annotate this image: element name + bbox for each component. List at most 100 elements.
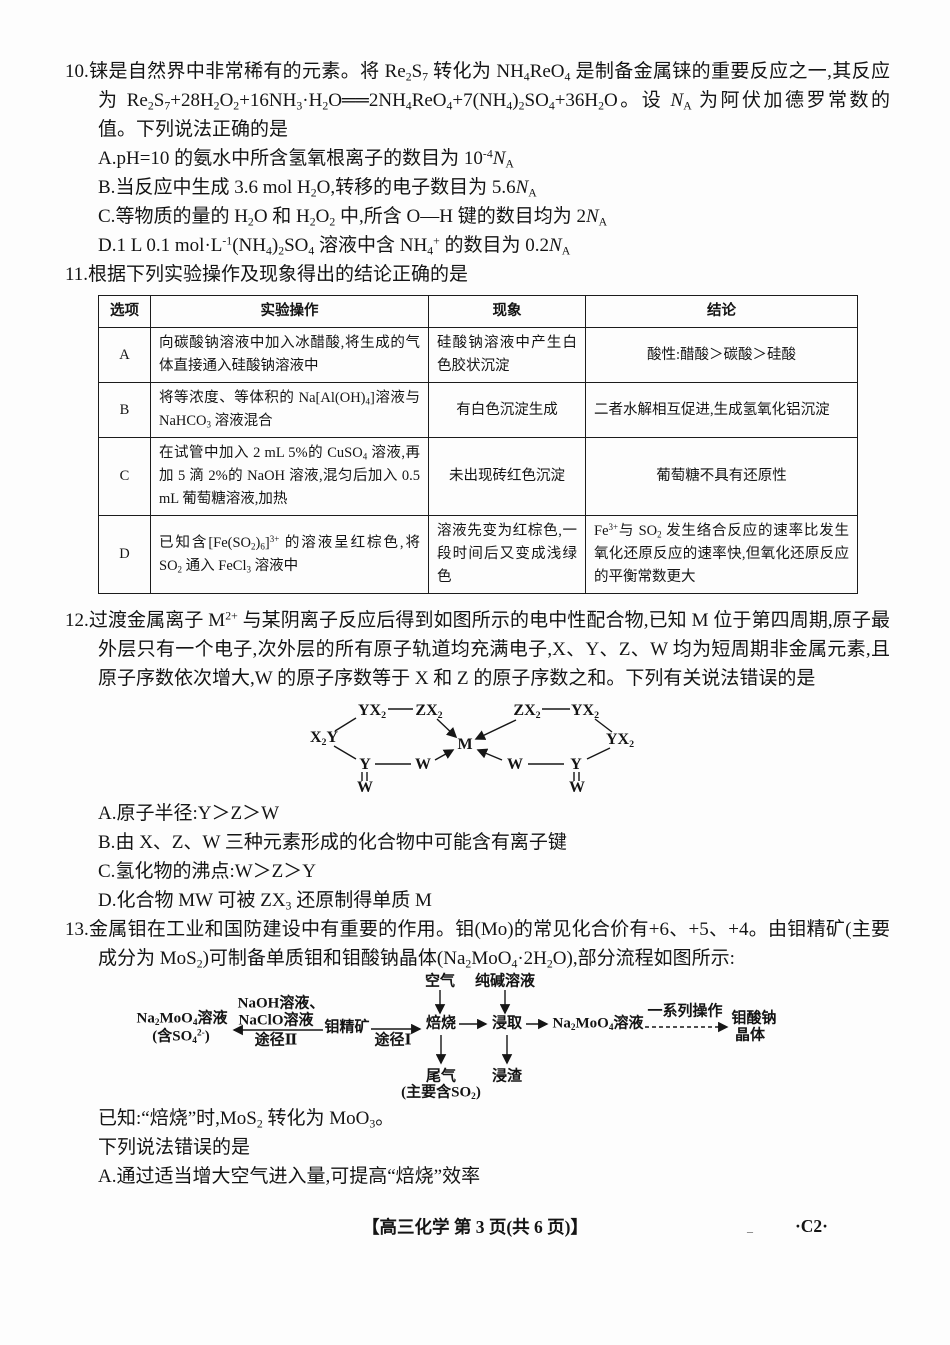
footer-dash-mark: – [747,1224,753,1238]
experiment-table-header-row: 选项 实验操作 现象 结论 [98,295,858,328]
cell-phenomenon: 硅酸钠溶液中产生白色胶状沉淀 [428,327,586,383]
question-12-stem-text: 过渡金属离子 M2+ 与某阴离子反应后得到如图所示的电中性配合物,已知 M 位于… [88,609,890,689]
diagram-label: NaOH溶液、 [237,995,325,1012]
experiment-table-row: C 在试管中加入 2 mL 5%的 CuSO4 溶液,再加 5 滴 2%的 Na… [98,437,858,516]
cell-conclusion: 酸性:醋酸＞碳酸＞硅酸 [585,327,858,383]
diagram-label: 浸渣 [491,1068,523,1085]
page-footer: – 【高三化学 第 3 页(共 6 页)】 ·C2· [0,1214,950,1239]
question-13: 13.金属钼在工业和国防建设中有重要的作用。钼(Mo)的常见化合价有+6、+5、… [65,915,890,1191]
cell-operation: 在试管中加入 2 mL 5%的 CuSO4 溶液,再加 5 滴 2%的 NaOH… [150,437,429,516]
question-12-number: 12. [65,610,89,631]
option-line: C.等物质的量的 H2O 和 H2O2 中,所含 O—H 键的数目均为 2NA [98,202,890,231]
cell-phenomenon: 未出现砖红色沉淀 [428,437,586,516]
cell-option: B [98,382,151,438]
question-13-number: 13. [65,919,89,940]
diagram-label: YX2 [605,731,635,750]
diagram-label: YX2 [357,702,387,721]
option-text: 等物质的量的 H2O 和 H2O2 中,所含 O—H 键的数目均为 2NA [115,206,608,229]
cell-option: D [98,515,151,594]
q13-question-line: 下列说法错误的是 [98,1137,251,1158]
option-label: A. [98,803,117,824]
question-13-stem-text: 金属钼在工业和国防建设中有重要的作用。钼(Mo)的常见化合价有+6、+5、+4。… [88,919,890,971]
question-10-number: 10. [65,61,89,82]
option-label: C. [98,861,116,882]
question-10-stem-text: 铼是自然界中非常稀有的元素。将 Re2S7 转化为 NH4ReO4 是制备金属铼… [88,61,890,140]
diagram-label: Na2MoO4溶液 [552,1015,644,1034]
diagram-label: 浸取 [491,1015,523,1032]
diagram-label: W [507,756,523,773]
experiment-table-row: B 将等浓度、等体积的 Na[Al(OH)4]溶液与 NaHCO3 溶液混合 有… [98,382,858,438]
diagram-label: 途径Ⅱ [254,1032,298,1049]
col-header-operation: 实验操作 [150,295,429,328]
diagram-label: ZX2 [415,702,443,721]
option-label: B. [98,832,116,853]
diagram-bond-line [594,718,613,733]
question-13-stem: 13.金属钼在工业和国防建设中有重要的作用。钼(Mo)的常见化合价有+6、+5、… [65,915,890,973]
col-header-conclusion: 结论 [585,295,858,328]
diagram-label: 途径Ⅰ [374,1032,412,1049]
option-text: 1 L 0.1 mol·L-1(NH4)2SO4 溶液中含 NH4+ 的数目为 … [116,234,571,258]
cell-option: C [98,437,151,516]
diagram-label: Y [359,756,371,773]
option-line: C.氢化物的沸点:W＞Z＞Y [98,857,890,886]
col-header-option: 选项 [98,295,151,328]
footer-page-label: 【高三化学 第 3 页(共 6 页)】 [361,1217,589,1237]
diagram-label: W [357,779,373,796]
question-12-options: A.原子半径:Y＞Z＞W B.由 X、Z、W 三种元素形成的化合物中可能含有离子… [98,799,890,915]
experiment-table-body: A 向碳酸钠溶液中加入冰醋酸,将生成的气体直接通入硅酸钠溶液中 硅酸钠溶液中产生… [98,327,858,594]
diagram-label: 钼酸钠 [731,1010,777,1027]
diagram-arrow [436,718,458,739]
option-label: C. [98,206,116,227]
option-text: 通过适当增大空气进入量,可提高“焙烧”效率 [116,1166,481,1187]
q13-known-note: 已知:“焙烧”时,MoS2 转化为 MoO3。 [98,1108,395,1131]
diagram-label: (含SO42-) [152,1028,210,1047]
option-line: A.pH=10 的氨水中所含氢氧根离子的数目为 10-4NA [98,144,890,173]
q12-coordination-structure-diagram-lines [333,708,613,781]
diagram-label: ZX2 [513,702,541,721]
cell-operation: 已知含[Fe(SO2)6]3+ 的溶液呈红棕色,将 SO2 通入 FeCl3 溶… [150,515,429,594]
diagram-label: W [569,779,585,796]
option-label: D. [98,235,117,256]
diagram-label: (主要含SO2) [401,1084,481,1103]
option-line: A.原子半径:Y＞Z＞W [98,799,890,828]
question-11-stem-text: 根据下列实验操作及现象得出的结论正确的是 [88,264,469,285]
diagram-label: Na2MoO4溶液 [136,1010,228,1029]
diagram-label: W [415,756,431,773]
diagram-label: 空气 [424,973,456,990]
cell-operation: 向碳酸钠溶液中加入冰醋酸,将生成的气体直接通入硅酸钠溶液中 [150,327,429,383]
option-text: 化合物 MW 可被 ZX3 还原制得单质 M [116,890,432,913]
q13-process-flow-diagram-lines [232,990,729,1065]
diagram-label: 焙烧 [425,1015,457,1032]
question-12: 12.过渡金属离子 M2+ 与某阴离子反应后得到如图所示的电中性配合物,已知 M… [65,606,890,915]
diagram-label: M [457,736,473,753]
diagram-arrow [476,748,503,761]
question-10: 10.铼是自然界中非常稀有的元素。将 Re2S7 转化为 NH4ReO4 是制备… [65,57,890,260]
diagram-label: 纯碱溶液 [474,973,536,990]
option-line: D.化合物 MW 可被 ZX3 还原制得单质 M [98,886,890,915]
page-content: 10.铼是自然界中非常稀有的元素。将 Re2S7 转化为 NH4ReO4 是制备… [65,57,890,1191]
cell-conclusion: Fe3+与 SO2 发生络合反应的速率比发生氧化还原反应的速率快,但氧化还原反应… [585,515,858,594]
diagram-label: Y [570,756,582,773]
cell-option: A [98,327,151,383]
question-13-options: A.通过适当增大空气进入量,可提高“焙烧”效率 [98,1162,890,1191]
diagram-arrow [474,719,517,740]
diagram-arrow [434,749,455,761]
option-text: 由 X、Z、W 三种元素形成的化合物中可能含有离子键 [115,832,567,853]
option-label: D. [98,890,117,911]
diagram-label: YX2 [570,702,600,721]
question-12-stem: 12.过渡金属离子 M2+ 与某阴离子反应后得到如图所示的电中性配合物,已知 M… [65,606,890,693]
option-text: 氢化物的沸点:W＞Z＞Y [115,861,316,882]
cell-conclusion: 葡萄糖不具有还原性 [585,437,858,516]
question-10-options: A.pH=10 的氨水中所含氢氧根离子的数目为 10-4NA B.当反应中生成 … [98,144,890,260]
experiment-table: 选项 实验操作 现象 结论 A 向碳酸钠溶液中加入冰醋酸,将生成的气体直接通入硅… [98,295,858,594]
cell-operation: 将等浓度、等体积的 Na[Al(OH)4]溶液与 NaHCO3 溶液混合 [150,382,429,438]
footer-paper-code: ·C2· [794,1216,828,1236]
diagram-bond-line [334,717,357,732]
option-text: 原子半径:Y＞Z＞W [116,803,280,824]
diagram-label: 一系列操作 [647,1003,723,1020]
option-line: D.1 L 0.1 mol·L-1(NH4)2SO4 溶液中含 NH4+ 的数目… [98,231,890,260]
diagram-label: 钼精矿 [324,1019,370,1036]
diagram-bond-line [333,745,357,760]
